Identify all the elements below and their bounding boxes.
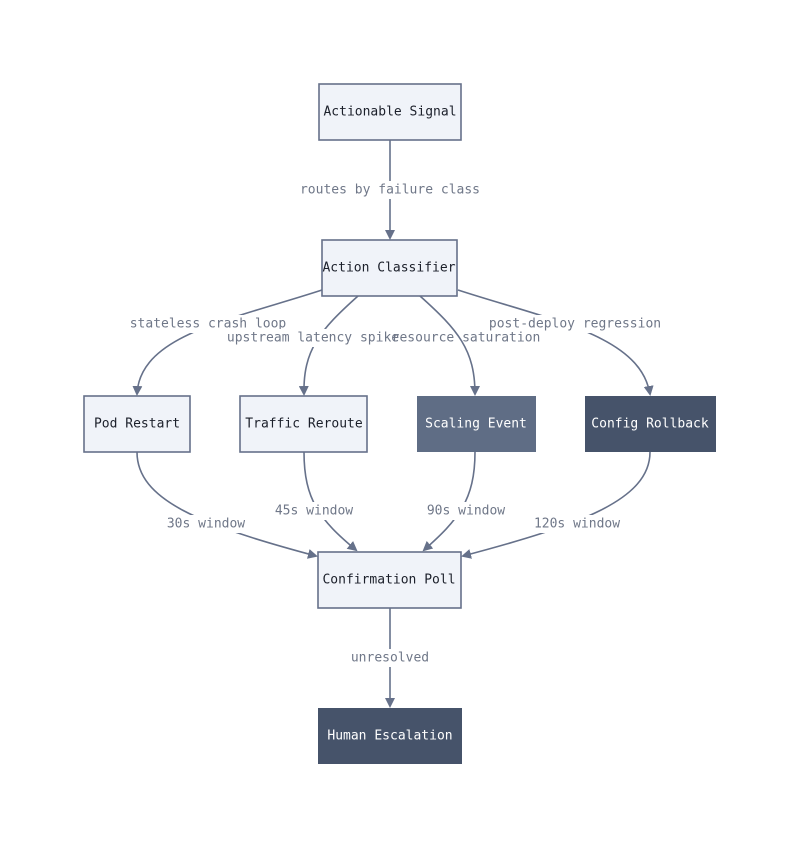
edge-label-120s-window: 120s window [534, 517, 620, 532]
node-scaling-event[interactable]: Scaling Event [417, 396, 536, 452]
edge-label-unresolved: unresolved [351, 651, 429, 666]
node-actionable-signal[interactable]: Actionable Signal [318, 83, 462, 141]
edge-pod-to-poll [136, 451, 318, 559]
node-pod-restart[interactable]: Pod Restart [83, 395, 191, 453]
node-label: Scaling Event [425, 417, 527, 432]
edge-label-upstream-latency-spike: upstream latency spike [227, 331, 399, 346]
node-traffic-reroute[interactable]: Traffic Reroute [239, 395, 368, 453]
edge-config-to-poll [461, 451, 651, 559]
node-label: Action Classifier [322, 261, 455, 276]
node-confirmation-poll[interactable]: Confirmation Poll [317, 551, 462, 609]
node-label: Confirmation Poll [322, 573, 455, 588]
edge-scaling-to-poll [422, 451, 476, 552]
node-label: Config Rollback [591, 417, 709, 432]
edge-label-post-deploy-regression: post-deploy regression [489, 317, 661, 332]
edge-label-30s-window: 30s window [167, 517, 245, 532]
node-label: Pod Restart [94, 417, 180, 432]
node-label: Actionable Signal [323, 105, 456, 120]
edge-label-routes-by-failure-class: routes by failure class [300, 183, 480, 198]
node-label: Traffic Reroute [245, 417, 363, 432]
node-config-rollback[interactable]: Config Rollback [585, 396, 716, 452]
node-action-classifier[interactable]: Action Classifier [321, 239, 458, 297]
node-human-escalation[interactable]: Human Escalation [318, 708, 462, 764]
edge-label-stateless-crash-loop: stateless crash loop [130, 317, 287, 332]
edge-classifier-to-scaling [419, 295, 480, 396]
edge-label-resource-saturation: resource saturation [392, 331, 541, 346]
node-label: Human Escalation [327, 729, 452, 744]
edge-label-90s-window: 90s window [427, 504, 505, 519]
edge-traffic-to-poll [303, 451, 358, 552]
edges [132, 140, 654, 708]
edge-labels: routes by failure class stateless crash … [126, 181, 665, 667]
edge-label-45s-window: 45s window [275, 504, 353, 519]
